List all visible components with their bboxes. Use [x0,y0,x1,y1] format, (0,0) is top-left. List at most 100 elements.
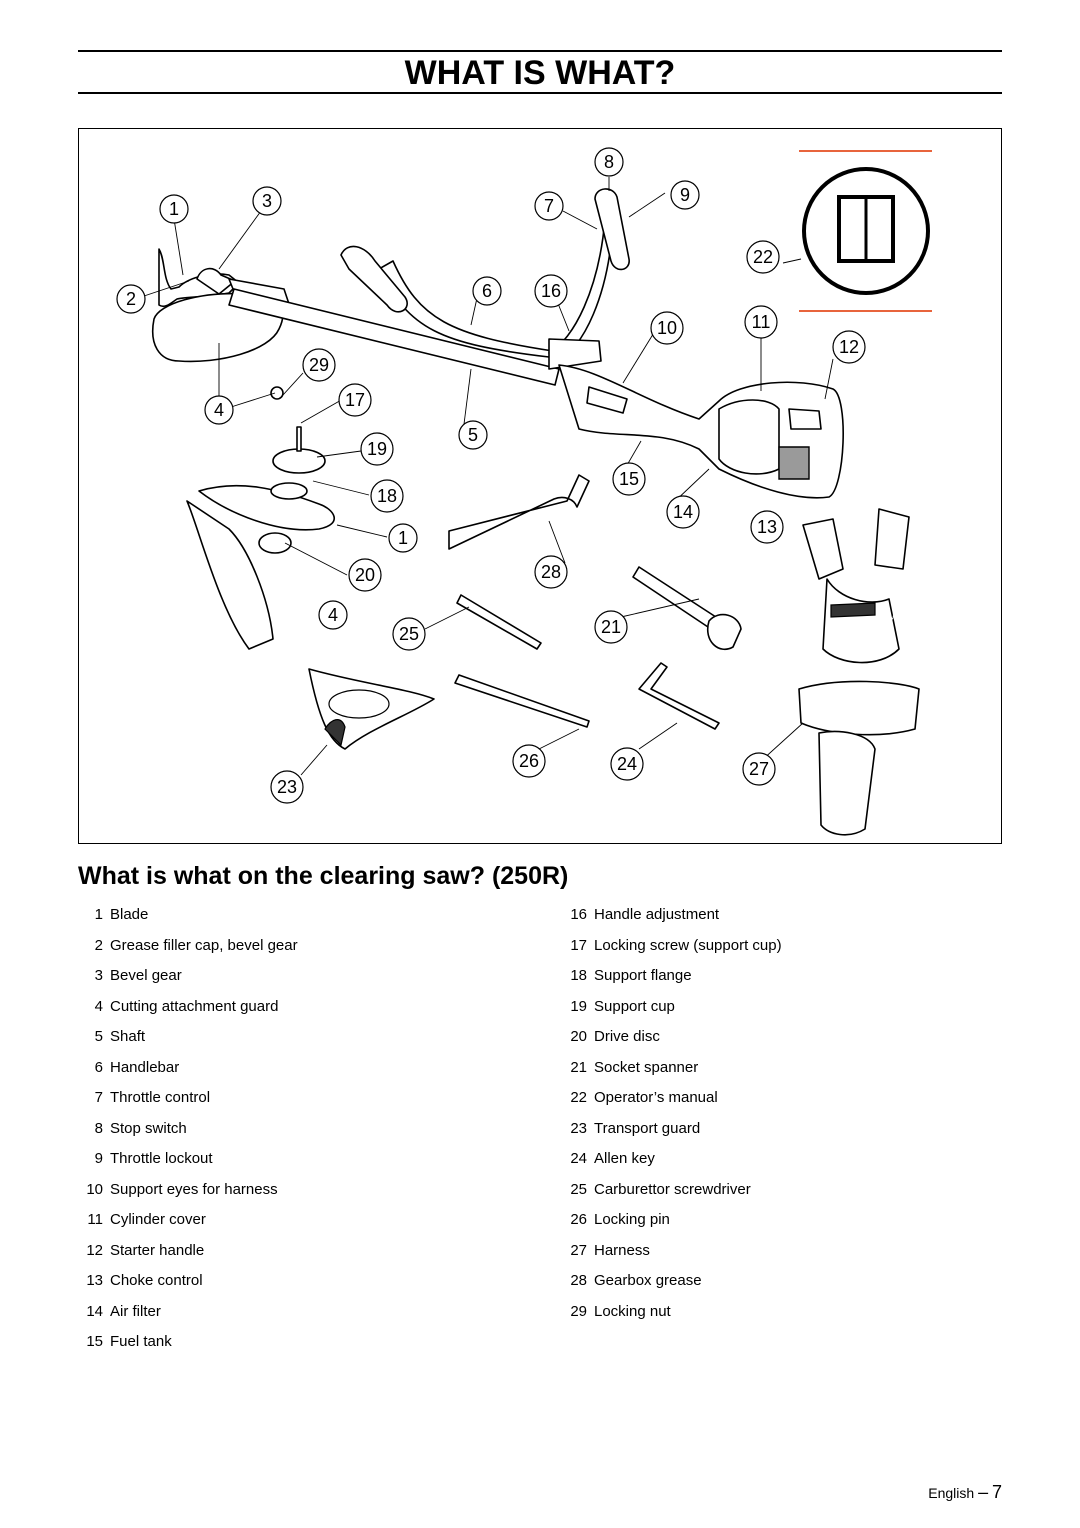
legend-item: 29 Locking nut [562,1301,782,1332]
legend-item: 22 Operator’s manual [562,1087,782,1118]
callout: 7 [544,196,554,216]
callout: 23 [277,777,297,797]
legend-item-number: 18 [570,967,587,984]
legend-item-label: Harness [594,1241,650,1259]
title-underline-rule [78,92,1002,94]
legend-item-label: Shaft [110,1028,146,1045]
callout: 26 [519,751,539,771]
legend-item-number: 4 [94,997,103,1015]
legend-item-number: 7 [94,1089,103,1106]
legend-item-number: 26 [570,1211,587,1228]
legend-item-number: 24 [570,1150,587,1167]
legend-item-label: Gearbox grease [594,1272,702,1289]
harness [798,508,920,836]
legend-item-number: 23 [570,1119,587,1137]
legend-item: 23 Transport guard [562,1118,782,1149]
legend-item-number: 29 [570,1302,587,1320]
callout: 15 [619,469,639,489]
legend-item: 12 Starter handle [78,1240,298,1271]
tools [454,566,742,730]
legend-item-label: Fuel tank [110,1333,172,1350]
callout: 11 [752,312,771,332]
legend-item-label: Locking nut [594,1302,671,1320]
handlebar [340,188,630,370]
legend-item: 4 Cutting attachment guard [78,996,298,1027]
callout: 20 [355,565,375,585]
legend-item-label: Handlebar [110,1058,180,1076]
legend-item-number: 2 [94,936,103,954]
legend-item-number: 10 [86,1180,103,1198]
legend-item-label: Locking screw (support cup) [594,936,782,954]
legend-item-label: Throttle lockout [110,1150,213,1167]
callout: 1 [169,199,179,219]
legend-item-label: Starter handle [110,1241,205,1259]
top-rule [78,50,1002,52]
legend-item-number: 3 [94,967,103,984]
page-number: 7 [991,1482,1002,1502]
callout-labels: 8 9 7 1 3 22 2 6 16 10 11 12 29 4 17 5 1… [116,147,866,804]
callout: 4 [214,400,224,420]
legend-item-label: Stop switch [110,1119,187,1137]
legend-item: 24 Allen key [562,1148,782,1179]
footer-dash: – [978,1482,989,1502]
callout: 28 [541,562,561,582]
legend-item-label: Drive disc [594,1028,660,1045]
callout: 16 [541,281,561,301]
callout: 18 [377,486,397,506]
legend-item-number: 27 [570,1241,587,1259]
legend-item: 11 Cylinder cover [78,1209,298,1240]
legend-item: 15 Fuel tank [78,1331,298,1362]
legend-item-number: 12 [86,1241,103,1259]
callout: 22 [753,247,773,267]
legend-item-number: 13 [86,1272,103,1289]
blade-fittings [186,386,335,650]
gearbox-grease-tube [448,474,590,550]
legend-item: 1 Blade [78,904,298,935]
legend-item-number: 19 [570,997,587,1015]
legend-item-number: 8 [94,1119,103,1137]
legend-item-label: Operator’s manual [594,1089,718,1106]
shaft [228,288,560,386]
legend-item-label: Air filter [110,1302,161,1320]
callout: 9 [680,185,690,205]
legend-item-number: 15 [86,1333,103,1350]
callout: 4 [328,605,338,625]
legend-item-label: Allen key [594,1150,655,1167]
legend-item-label: Cylinder cover [110,1211,206,1228]
legend-item-number: 22 [570,1089,587,1106]
callout: 21 [601,617,621,637]
legend-item-label: Locking pin [594,1211,670,1228]
parts-illustration: 8 9 7 1 3 22 2 6 16 10 11 12 29 4 17 5 1… [116,147,932,836]
callout: 27 [749,759,769,779]
legend-item-label: Support cup [594,997,675,1015]
legend-item-label: Cutting attachment guard [110,997,279,1015]
legend-item-label: Transport guard [594,1119,701,1137]
legend-item: 19 Support cup [562,996,782,1027]
legend-item-number: 1 [94,906,103,923]
callout: 25 [399,624,419,644]
callout: 2 [126,289,136,309]
legend-item-label: Carburettor screwdriver [594,1180,751,1198]
legend-item: 8 Stop switch [78,1118,298,1149]
legend-item-number: 11 [87,1211,103,1228]
legend-item-number: 21 [570,1058,587,1076]
callout: 5 [468,425,478,445]
footer-language: English [928,1485,975,1501]
callout: 14 [673,502,693,522]
legend-item-label: Blade [110,906,149,923]
